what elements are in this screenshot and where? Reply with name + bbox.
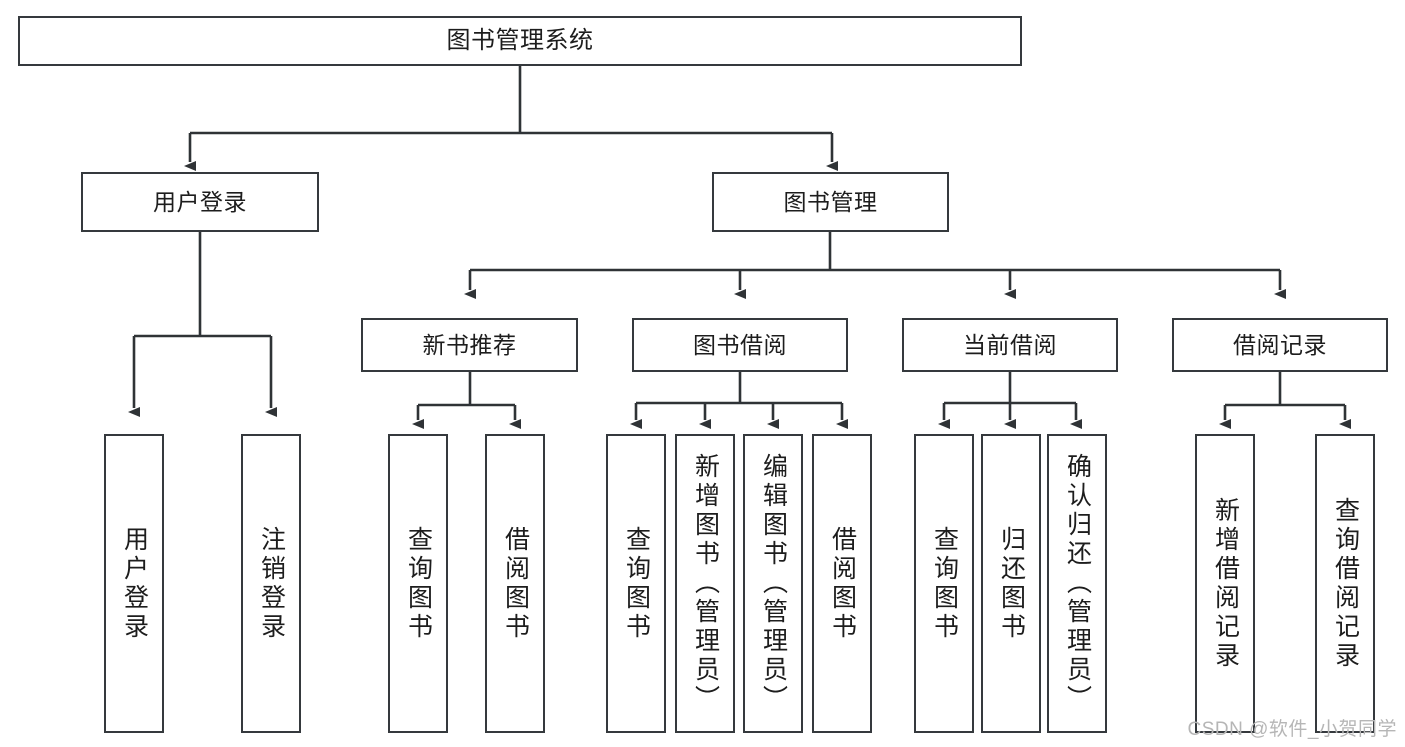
leaf-edit-book-label: 编辑图书（管理员） xyxy=(759,453,788,714)
node-book-management-label: 图书管理 xyxy=(783,188,878,215)
leaf-logout-label: 注销登录 xyxy=(257,525,286,642)
node-root[interactable]: 图书管理系统 xyxy=(18,16,1022,66)
leaf-borrow-book-1[interactable]: 借阅图书 xyxy=(485,434,545,733)
node-user-login-label: 用户登录 xyxy=(153,188,247,215)
leaf-query-book-2-label: 查询图书 xyxy=(622,525,651,642)
leaf-query-book-1[interactable]: 查询图书 xyxy=(388,434,448,733)
node-current-borrow[interactable]: 当前借阅 xyxy=(902,318,1118,372)
leaf-add-book[interactable]: 新增图书（管理员） xyxy=(675,434,735,733)
leaf-add-record-label: 新增借阅记录 xyxy=(1211,496,1240,671)
leaf-borrow-book-2-label: 借阅图书 xyxy=(828,525,857,642)
leaf-query-record-label: 查询借阅记录 xyxy=(1331,496,1360,671)
leaf-logout[interactable]: 注销登录 xyxy=(241,434,301,733)
leaf-confirm-return[interactable]: 确认归还（管理员） xyxy=(1047,434,1107,733)
leaf-user-login[interactable]: 用户登录 xyxy=(104,434,164,733)
node-user-login[interactable]: 用户登录 xyxy=(81,172,319,232)
leaf-query-book-3-label: 查询图书 xyxy=(930,525,959,642)
leaf-user-login-label: 用户登录 xyxy=(120,525,149,642)
node-new-book-recommend-label: 新书推荐 xyxy=(422,331,517,358)
node-borrow-record[interactable]: 借阅记录 xyxy=(1172,318,1388,372)
node-current-borrow-label: 当前借阅 xyxy=(963,331,1057,358)
leaf-query-book-2[interactable]: 查询图书 xyxy=(606,434,666,733)
leaf-query-book-3[interactable]: 查询图书 xyxy=(914,434,974,733)
node-book-management[interactable]: 图书管理 xyxy=(712,172,949,232)
node-book-borrow[interactable]: 图书借阅 xyxy=(632,318,848,372)
leaf-add-book-label: 新增图书（管理员） xyxy=(691,453,720,714)
leaf-add-record[interactable]: 新增借阅记录 xyxy=(1195,434,1255,733)
leaf-query-record[interactable]: 查询借阅记录 xyxy=(1315,434,1375,733)
leaf-edit-book[interactable]: 编辑图书（管理员） xyxy=(743,434,803,733)
node-borrow-record-label: 借阅记录 xyxy=(1233,331,1327,358)
leaf-borrow-book-2[interactable]: 借阅图书 xyxy=(812,434,872,733)
leaf-borrow-book-1-label: 借阅图书 xyxy=(501,525,530,642)
node-root-label: 图书管理系统 xyxy=(446,27,594,55)
node-new-book-recommend[interactable]: 新书推荐 xyxy=(361,318,578,372)
node-book-borrow-label: 图书借阅 xyxy=(693,331,787,358)
leaf-confirm-return-label: 确认归还（管理员） xyxy=(1063,453,1092,714)
leaf-return-book[interactable]: 归还图书 xyxy=(981,434,1041,733)
leaf-query-book-1-label: 查询图书 xyxy=(404,525,433,642)
leaf-return-book-label: 归还图书 xyxy=(997,525,1026,642)
csdn-watermark: CSDN @软件_小贺同学 xyxy=(1187,719,1397,740)
